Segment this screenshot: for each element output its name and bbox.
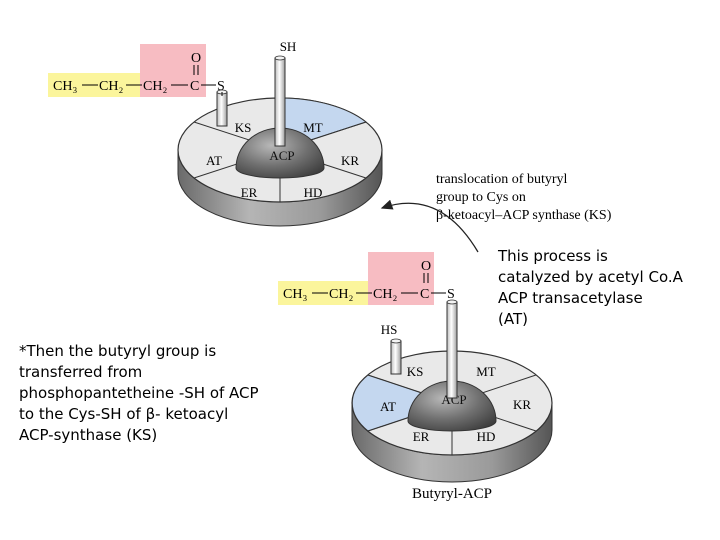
bottom-er-label: ER bbox=[413, 429, 430, 444]
top-er-label: ER bbox=[241, 185, 258, 200]
top-chain-methyl: CH₃ bbox=[53, 79, 77, 94]
top-at-label: AT bbox=[206, 153, 222, 168]
top-hd-label: HD bbox=[304, 185, 323, 200]
process-note: This process is catalyzed by acetyl Co.A… bbox=[498, 247, 683, 328]
translocation-line-3: β-ketoacyl–ACP synthase (KS) bbox=[436, 208, 612, 223]
bottom-at-label: AT bbox=[380, 399, 396, 414]
top-mt-label: MT bbox=[303, 120, 323, 135]
top-acp-arm bbox=[274, 57, 286, 147]
bottom-at-segment bbox=[351, 374, 454, 432]
bottom-carbonyl-pink-box bbox=[368, 252, 434, 305]
top-kr-label: KR bbox=[341, 153, 359, 168]
butyryl-acp-caption: Butyryl-ACP bbox=[412, 486, 492, 502]
bottom-hd-label: HD bbox=[477, 429, 496, 444]
top-sh-label: SH bbox=[280, 39, 297, 54]
translocation-line-1: translocation of butyryl bbox=[436, 172, 568, 187]
top-thio-s: S bbox=[217, 79, 225, 94]
top-chain-ch2-a: CH₂ bbox=[99, 79, 123, 94]
translocation-line-2: group to Cys on bbox=[436, 190, 526, 205]
top-carbonyl-pink-box bbox=[140, 44, 206, 97]
translocation-caption: translocation of butyryl group to Cys on… bbox=[436, 172, 612, 223]
top-acp-label: ACP bbox=[269, 148, 294, 163]
top-synthase-complex: KS MT AT KR ER HD ACP SH CH₃ CH₂ CH₂ C O… bbox=[48, 39, 383, 227]
bottom-chain-ch2-b: CH₂ bbox=[373, 287, 397, 302]
bottom-ks-label: KS bbox=[407, 364, 424, 379]
transfer-note: *Then the butyryl group is transferred f… bbox=[19, 342, 259, 444]
top-ks-arm bbox=[216, 91, 228, 127]
top-acp-dome bbox=[235, 127, 325, 179]
bottom-kr-label: KR bbox=[513, 397, 531, 412]
bottom-hs-label: HS bbox=[381, 322, 398, 337]
bottom-carbonyl-o: O bbox=[421, 259, 431, 274]
bottom-acp-arm bbox=[446, 301, 458, 399]
bottom-chain-methyl: CH₃ bbox=[283, 287, 307, 302]
bottom-thio-s: S bbox=[447, 287, 455, 302]
bottom-ks-arm bbox=[390, 340, 402, 375]
top-carbonyl-c: C bbox=[190, 79, 199, 94]
bottom-synthase-complex: KS MT AT KR ER HD ACP HS CH₃ CH₂ CH₂ C O… bbox=[278, 252, 553, 502]
top-carbonyl-o: O bbox=[191, 51, 201, 66]
bottom-acp-dome bbox=[407, 380, 497, 432]
bottom-carbonyl-c: C bbox=[420, 287, 429, 302]
bottom-chain-ch2-a: CH₂ bbox=[329, 287, 353, 302]
translocation-arrow bbox=[380, 199, 479, 253]
top-ks-label: KS bbox=[235, 120, 252, 135]
top-chain-ch2-b: CH₂ bbox=[143, 79, 167, 94]
bottom-mt-label: MT bbox=[476, 364, 496, 379]
